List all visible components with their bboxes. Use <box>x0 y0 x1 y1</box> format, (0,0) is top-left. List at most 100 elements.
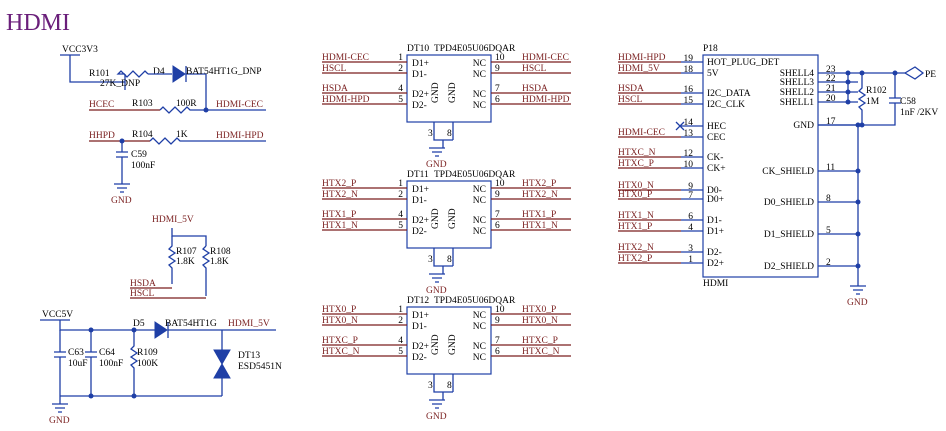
r107-resistor <box>167 236 177 284</box>
connector-pin-number: 23 <box>826 65 836 75</box>
connector-pin-number: 11 <box>826 163 835 173</box>
pin-name: NC <box>473 185 486 195</box>
connector-pin-name: D0- <box>707 186 722 196</box>
connector-pin-number: 3 <box>688 244 693 254</box>
connector-pin-number: 12 <box>684 149 694 159</box>
connector-pin-name: CK- <box>707 153 723 163</box>
left-net-label: HTX2_N <box>322 190 358 200</box>
connector-pin-number: 22 <box>826 74 836 84</box>
connector-net-label: HTX2_N <box>618 243 654 253</box>
right-net-label: HTX1_N <box>522 221 558 231</box>
chip-part-number: TPD4E05U06DQAR <box>434 170 516 180</box>
chip-ref: DT11 <box>407 170 429 180</box>
dt13-wires <box>60 330 223 397</box>
pin-name: NC <box>473 59 486 69</box>
gnd-label: GND <box>111 196 132 206</box>
pin-number: 5 <box>398 95 403 105</box>
pin-number: 4 <box>398 210 403 220</box>
pin-name: D2+ <box>412 216 429 226</box>
r107-ref: R107 <box>176 247 197 257</box>
chip-body <box>406 180 492 249</box>
connector-net-label: HDMI-HPD <box>618 53 666 63</box>
chip-body <box>406 54 492 123</box>
left-net-label: HTX2_P <box>322 179 356 189</box>
vcc3v3-label: VCC3V3 <box>62 45 98 55</box>
right-net-label: HDMI-CEC <box>522 53 569 63</box>
left-net-label: HSCL <box>322 64 346 74</box>
hdmi-hpd-label: HDMI-HPD <box>216 131 264 141</box>
c59-ref: C59 <box>131 150 147 160</box>
junction-dot <box>88 393 94 399</box>
pin-name: D2- <box>412 101 427 111</box>
junction-dot <box>855 122 861 128</box>
r108-ref: R108 <box>210 247 231 257</box>
pin-name: D2+ <box>412 90 429 100</box>
pin-number: 8 <box>447 129 452 139</box>
connector-pin-name: D1- <box>707 216 722 226</box>
r102-resistor <box>857 73 867 125</box>
pin-name: D2- <box>412 353 427 363</box>
c59-capacitor <box>116 141 128 184</box>
no-connect-marker <box>675 121 685 131</box>
r109-ref: R109 <box>137 348 158 358</box>
gnd-pin-wires <box>433 248 454 274</box>
c58-capacitor <box>818 73 901 126</box>
pin-number: 1 <box>398 179 403 189</box>
hdmi-connector-body <box>702 54 819 278</box>
connector-pin-number: 13 <box>684 129 694 139</box>
left-net-label: HTX0_P <box>322 305 356 315</box>
r108-resistor <box>201 245 211 296</box>
connector-pin-name: D1_SHIELD <box>764 230 814 240</box>
connector-pin-name: I2C_CLK <box>707 100 745 110</box>
c59-value: 100nF <box>131 161 155 171</box>
r102-value: 1M <box>866 97 880 107</box>
left-net-label: HTX0_N <box>322 316 358 326</box>
gnd-pin-name: GND <box>431 334 441 355</box>
right-net-label: HSDA <box>522 84 548 94</box>
connector-pin-name: D0_SHIELD <box>764 198 814 208</box>
connector-ref: P18 <box>703 44 718 54</box>
hdmi-5v-label: HDMI_5V <box>152 215 194 225</box>
hhpd-label: HHPD <box>89 131 115 141</box>
pin-number: 8 <box>447 381 452 391</box>
connector-net-label: HTX0_N <box>618 181 654 191</box>
gnd-pin-name: GND <box>431 208 441 229</box>
pin-number: 2 <box>398 64 403 74</box>
pin-number: 6 <box>495 95 500 105</box>
connector-pin-name: SHELL3 <box>780 78 815 88</box>
pin-number: 1 <box>398 53 403 63</box>
page-title: HDMI <box>6 10 70 36</box>
junction-dot <box>845 70 851 76</box>
c58-ref: C58 <box>900 97 916 107</box>
connector-pin-name: CK+ <box>707 164 726 174</box>
gnd-pin-name: GND <box>448 334 458 355</box>
left-net-label: HDMI-HPD <box>322 95 370 105</box>
pin-number: 9 <box>495 316 500 326</box>
r109-value: 100K <box>137 359 158 369</box>
connector-pin-number: 15 <box>684 96 694 106</box>
pin-name: NC <box>473 227 486 237</box>
gnd-label: GND <box>426 160 447 170</box>
connector-pin-name: D2+ <box>707 259 724 269</box>
pin-name: D1- <box>412 322 427 332</box>
r101-ref: R101 <box>89 69 110 79</box>
pin-name: D1- <box>412 70 427 80</box>
gnd-label-b: GND <box>49 416 70 426</box>
pin-number: 6 <box>495 347 500 357</box>
r102-ref: R102 <box>866 86 887 96</box>
junction-dot <box>88 327 94 333</box>
pin-number: 7 <box>495 210 500 220</box>
left-net-label: HTX1_P <box>322 210 356 220</box>
connector-pin-name: 5V <box>707 69 719 79</box>
connector-pin-name: SHELL4 <box>780 69 815 79</box>
connector-net-label: HTX1_P <box>618 222 652 232</box>
pin-number: 3 <box>428 129 433 139</box>
connector-pin-name: D1+ <box>707 227 724 237</box>
pin-number: 2 <box>398 190 403 200</box>
dt13-ref: DT13 <box>238 351 260 361</box>
junction-dot <box>859 122 865 128</box>
pin-name: D1+ <box>412 185 429 195</box>
gnd-symbol <box>52 396 68 413</box>
